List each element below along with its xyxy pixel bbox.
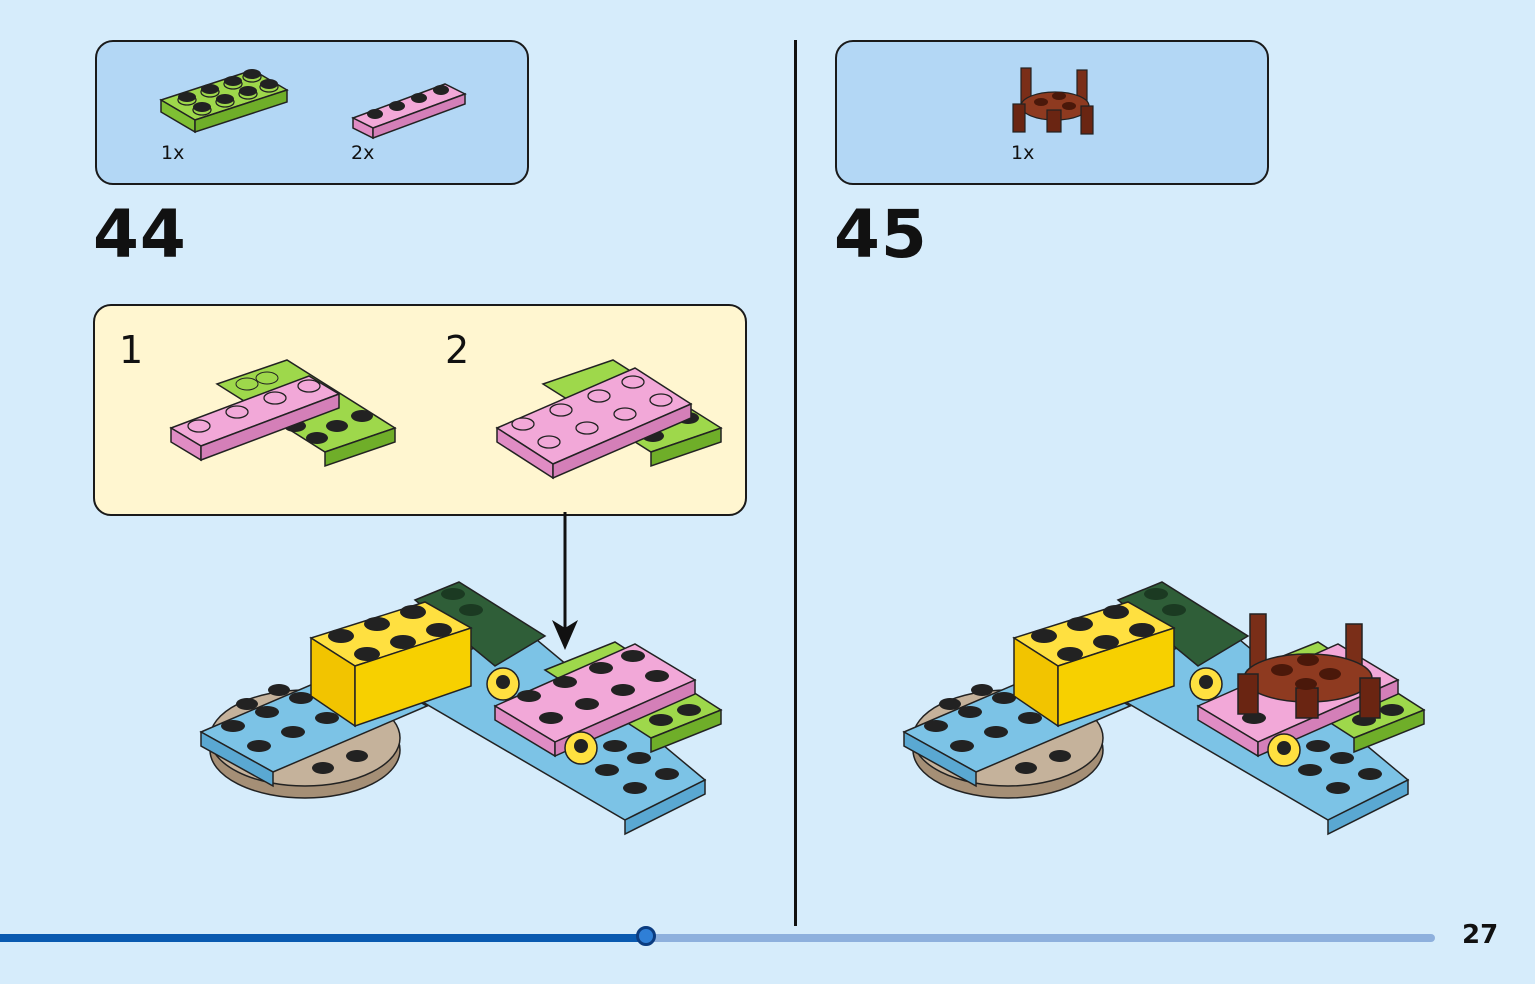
step-44-model-illustration (199, 581, 723, 836)
page-number: 27 (1462, 920, 1499, 950)
substep-2-illustration (495, 359, 723, 480)
substep-number-2: 2 (445, 328, 470, 372)
progress-fill (0, 934, 646, 942)
progress-track (0, 934, 1435, 942)
placement-arrow (552, 512, 578, 650)
yellow-flower-icon (486, 667, 520, 701)
step-number-44: 44 (93, 196, 187, 273)
part-qty-green-plate: 1x (161, 142, 185, 164)
step-divider (794, 40, 797, 926)
progress-knob[interactable] (636, 926, 656, 946)
green-plate-2x4-icon (159, 69, 289, 134)
part-qty-brown-chair: 1x (1011, 142, 1035, 164)
substep-1-illustration (169, 359, 397, 468)
yellow-flower-icon (564, 731, 598, 765)
parts-callout-step-45: 1x (835, 40, 1269, 185)
parts-callout-step-44: 1x 2x (95, 40, 529, 185)
placed-brown-chair (1237, 613, 1381, 719)
subassembly-callout: 1 2 (93, 304, 747, 516)
part-qty-pink-plate: 2x (351, 142, 375, 164)
step-45-model-illustration (902, 581, 1426, 836)
yellow-flower-icon (1189, 667, 1223, 701)
pink-plate-1x4-icon (351, 83, 467, 140)
yellow-flower-icon (1267, 733, 1301, 767)
step-number-45: 45 (834, 196, 928, 273)
substep-number-1: 1 (119, 328, 144, 372)
brown-chair-icon (1012, 67, 1094, 135)
